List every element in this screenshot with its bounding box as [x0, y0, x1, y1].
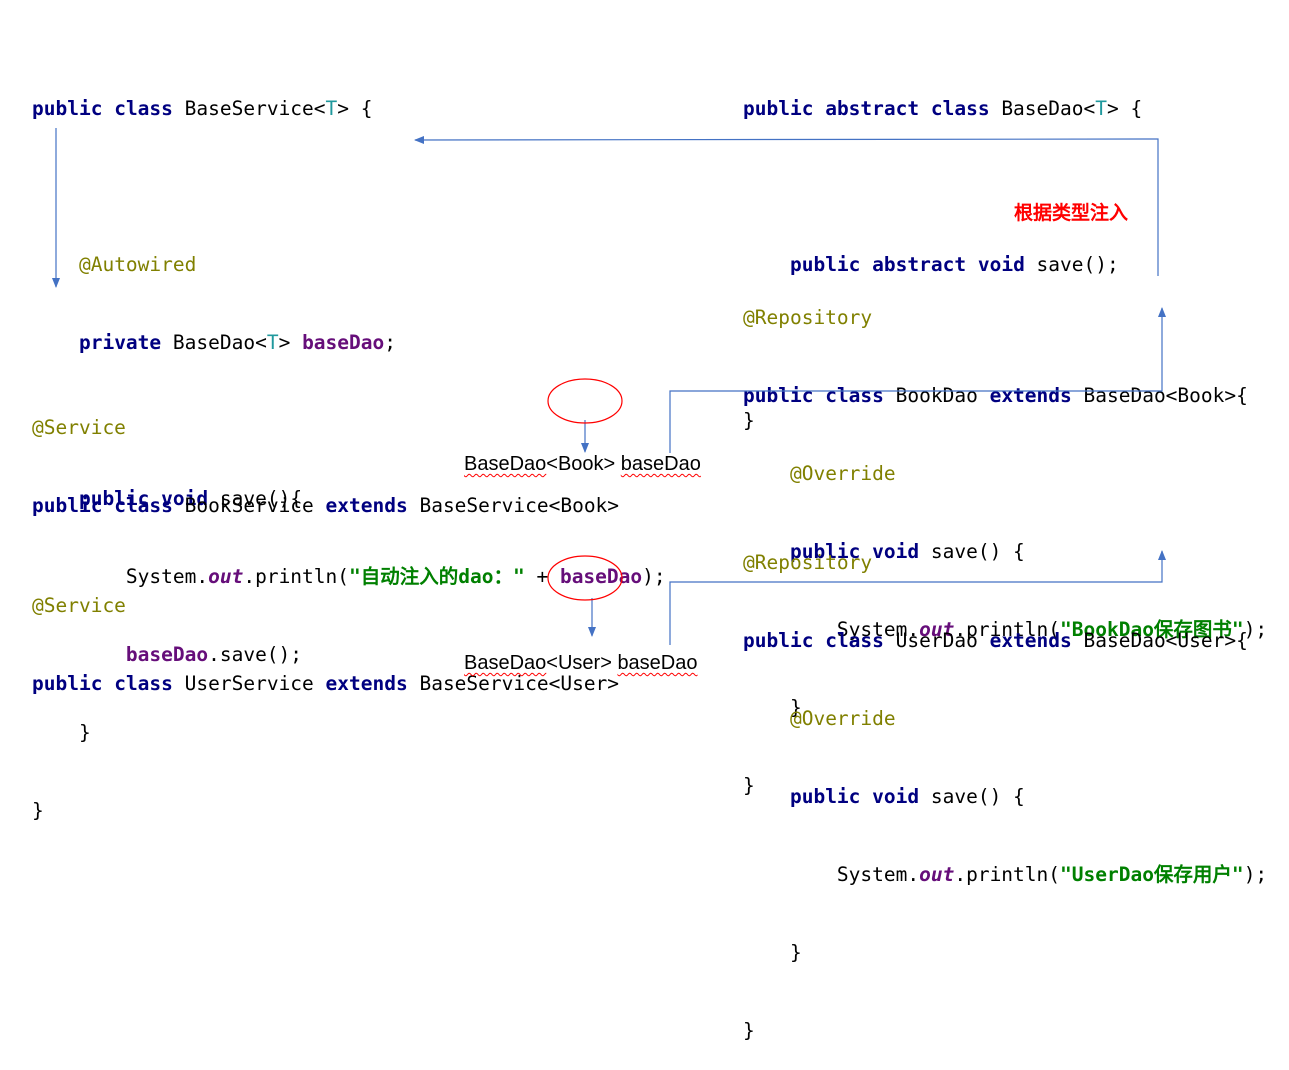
- user-type-circle: [547, 555, 623, 601]
- service-annotation: @Service: [32, 416, 126, 439]
- code-line: public abstract class BaseDao<T> {: [743, 97, 1143, 120]
- code-line: @Override: [743, 461, 1267, 487]
- code-line: System.out.println("BookDao保存图书");: [836, 618, 1268, 641]
- code-line: @Service: [32, 593, 619, 619]
- service-annotation: @Service: [32, 594, 126, 617]
- book-type-circle: [547, 378, 623, 424]
- code-line: }: [743, 409, 755, 432]
- code-line: public class UserDao extends BaseDao<Use…: [743, 629, 1248, 652]
- code-line: public class BaseService<T> {: [32, 97, 373, 120]
- code-line: @Repository: [743, 305, 1267, 331]
- code-line: public abstract void save();: [789, 253, 1119, 276]
- user-to-userdao-arrow: [669, 550, 1166, 645]
- code-line: public class BookService extends BaseSer…: [32, 494, 620, 517]
- autowired-annotation: @Autowired: [78, 253, 197, 276]
- basedao-field: baseDao: [302, 331, 385, 354]
- book-to-bookdao-arrow: [669, 307, 1166, 453]
- code-line: }: [78, 721, 91, 744]
- book-service-class: @Service public class BookService extend…: [32, 363, 619, 545]
- code-line: }: [743, 1019, 755, 1042]
- base-dao-class: public abstract class BaseDao<T> { publi…: [743, 44, 1142, 460]
- code-line: public void save(){: [78, 487, 303, 510]
- book-resolved-field-label: BaseDao<Book> baseDao: [464, 453, 701, 475]
- code-line: baseDao.save();: [125, 643, 303, 666]
- code-line: @Service: [32, 415, 619, 441]
- base-service-class: public class BaseService<T> { @Autowired…: [32, 44, 666, 850]
- code-line: }: [789, 941, 802, 964]
- code-line: }: [32, 799, 44, 822]
- repository-annotation: @Repository: [743, 551, 873, 574]
- override-annotation: @Override: [789, 462, 896, 485]
- code-line: public class UserService extends BaseSer…: [32, 672, 620, 695]
- connector-overlay: [52, 128, 1166, 645]
- inject-by-type-note: 根据类型注入: [1014, 202, 1129, 224]
- code-line: private BaseDao<T> baseDao;: [78, 331, 396, 354]
- code-line: System.out.println("自动注入的dao：" + baseDao…: [125, 565, 666, 588]
- code-line: @Repository: [743, 550, 1267, 576]
- code-line: System.out.println("UserDao保存用户");: [836, 863, 1268, 886]
- user-service-class: @Service public class UserService extend…: [32, 541, 619, 723]
- user-resolved-field-label: BaseDao<User> baseDao: [464, 652, 698, 674]
- repository-annotation: @Repository: [743, 306, 873, 329]
- inject-by-type-arrow: [414, 135, 1159, 276]
- code-line: @Autowired: [32, 252, 666, 278]
- code-line: public void save() {: [789, 785, 1025, 808]
- code-line: public class BookDao extends BaseDao<Boo…: [743, 384, 1248, 407]
- book-dao-class: @Repository public class BookDao extends…: [743, 253, 1267, 825]
- code-line: public void save() {: [789, 540, 1025, 563]
- code-line: }: [789, 696, 802, 719]
